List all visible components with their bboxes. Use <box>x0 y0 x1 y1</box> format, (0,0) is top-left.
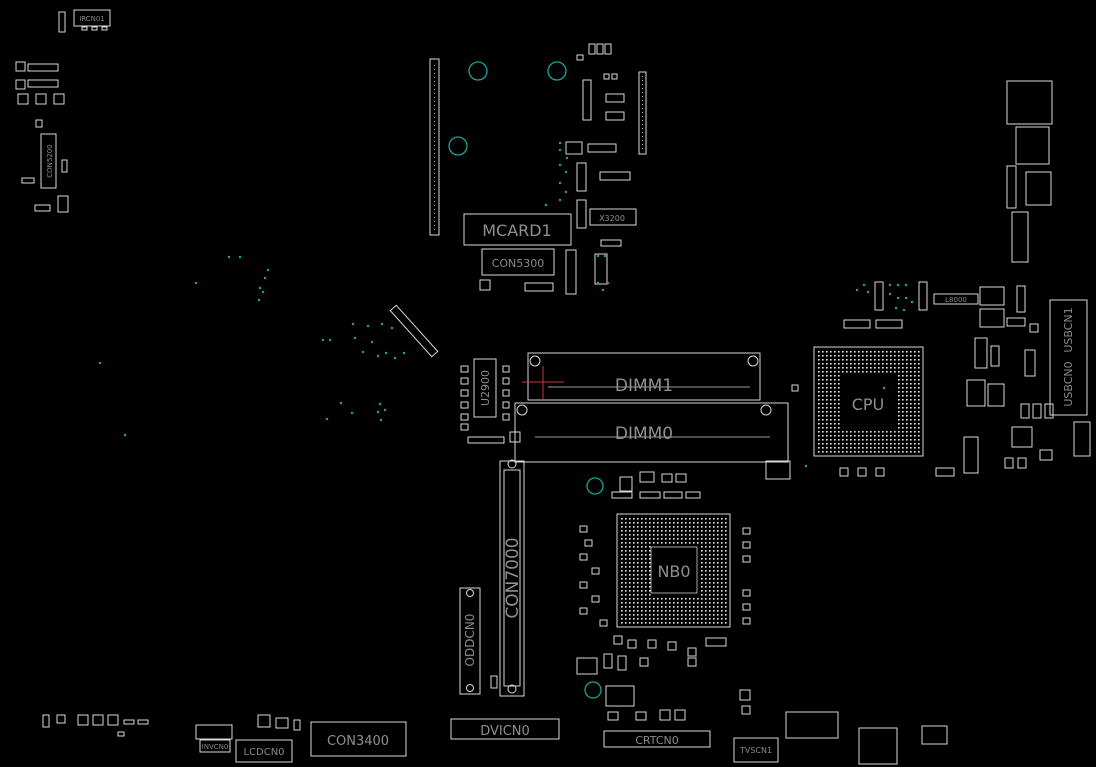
right-edge-components: USBCN1 USBCN0 <box>1006 80 1091 457</box>
vertical-connector-left <box>429 58 440 236</box>
cpu-label: CPU <box>852 395 885 414</box>
via-scatter-center <box>544 141 610 292</box>
cpu-socket: CPU <box>813 346 924 457</box>
mcard1-label: MCARD1 <box>482 221 552 240</box>
bga-pad-grid <box>818 351 920 453</box>
con5200-connector <box>40 133 57 189</box>
invcn0-connector <box>199 739 231 753</box>
mcard1-slot <box>463 213 572 246</box>
mounting-hole <box>547 61 567 81</box>
crtcn0-connector <box>603 730 711 748</box>
x3200-crystal <box>589 208 637 226</box>
con3400-label: CON3400 <box>327 734 389 749</box>
tvscn1-label: TVSCN1 <box>739 746 772 755</box>
con5300-connector <box>481 248 555 276</box>
con7000-connector: CON7000 <box>499 459 525 697</box>
top-center-components: X3200 MCARD1 CON5300 <box>389 43 647 358</box>
nb0-peripherals <box>576 384 799 721</box>
usbcn1-label: USBCN1 <box>1062 307 1075 352</box>
con5200-label: CON5200 <box>46 144 54 177</box>
nb0-label: NB0 <box>657 562 690 581</box>
bga-pad-grid <box>621 518 727 624</box>
mounting-hole <box>468 61 488 81</box>
vertical-connector-right <box>638 71 647 155</box>
usbcn0-label: USBCN0 <box>1062 361 1075 406</box>
crtcn0-label: CRTCN0 <box>635 734 679 747</box>
dimm0-socket: DIMM0 <box>514 402 789 463</box>
oddcn0-label: ODDCN0 <box>463 614 477 667</box>
bottom-components: INVCN0 LCDCN0 CON3400 DVICN0 CRTCN0 TVSC… <box>42 689 948 765</box>
l8000-inductor <box>933 293 979 305</box>
l4600-inductor <box>605 685 635 707</box>
dvicn0-label: DVICN0 <box>480 724 530 739</box>
dvicn0-connector <box>450 718 560 740</box>
cpu-peripherals: L8000 <box>839 281 1054 477</box>
con7000-label: CON7000 <box>503 537 523 618</box>
x3200-label: X3200 <box>599 214 625 223</box>
mounting-hole <box>448 136 468 156</box>
l8000-label: L8000 <box>945 296 967 304</box>
nb0-chip: NB0 <box>616 513 731 628</box>
u2900-label: U2900 <box>479 370 492 406</box>
top-left-components: IRCN01 CON5200 <box>15 9 111 213</box>
angled-connector <box>389 304 439 358</box>
con5300-label: CON5300 <box>492 257 545 270</box>
u2900-chip <box>473 358 497 418</box>
lcdcn0-connector <box>235 739 293 763</box>
oddcn0-connector: ODDCN0 <box>459 587 498 695</box>
tvscn1-connector <box>733 737 779 763</box>
via-scatter-right <box>804 283 914 468</box>
dimm1-label: DIMM1 <box>615 376 673 396</box>
con3400-connector <box>310 721 407 757</box>
lcdcn0-label: LCDCN0 <box>243 747 284 758</box>
invcn0-label: INVCN0 <box>202 743 229 751</box>
ir-connector-label: IRCN01 <box>79 15 105 23</box>
dimm0-label: DIMM0 <box>615 424 673 444</box>
dimm1-socket: DIMM1 <box>522 352 761 401</box>
via-scatter-left <box>98 255 406 437</box>
u2900-area: U2900 <box>460 358 521 444</box>
